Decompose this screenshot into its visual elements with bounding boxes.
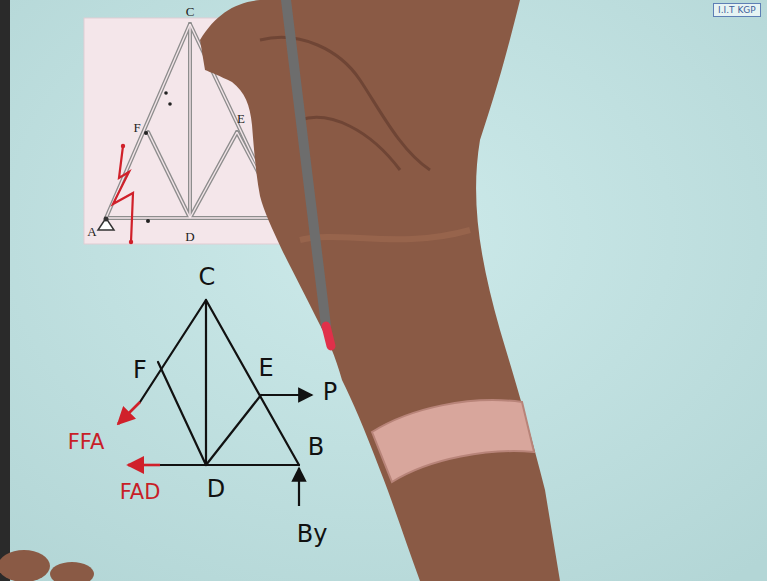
institute-logo: I.I.T KGP (713, 3, 761, 17)
pin-support (98, 217, 114, 231)
finger-crease (260, 37, 430, 170)
lecturer-fingers (0, 550, 50, 581)
handwritten-label: P (323, 380, 337, 404)
knuckle-highlight (300, 230, 470, 240)
force-label: FAD (120, 482, 161, 503)
joint-label: A (87, 225, 96, 238)
section-cut-mark (129, 240, 133, 244)
section-cut-mark (113, 146, 133, 242)
pencil-tip (326, 326, 331, 346)
joint-label: E (237, 112, 245, 125)
handwritten-label: By (297, 522, 328, 546)
free-body-truss (140, 300, 299, 465)
logo-text: I.I.T KGP (718, 5, 756, 15)
joint-label: C (186, 5, 195, 18)
member-force-arrow (128, 464, 160, 467)
pencil (286, 0, 326, 326)
bracelet (372, 400, 534, 482)
handwritten-label: F (133, 358, 147, 382)
load-arrow (261, 394, 312, 396)
frame-edge (0, 0, 10, 581)
force-label: FFA (68, 432, 105, 453)
member-force-arrow (118, 402, 140, 424)
handwritten-label: E (258, 356, 273, 380)
reaction-arrow (298, 468, 300, 506)
joint-label: D (185, 230, 194, 243)
lecturer-hand (200, 0, 560, 581)
lecturer-fingers (50, 562, 94, 581)
joint-label: F (133, 121, 140, 134)
finger-crease (300, 117, 400, 170)
handwritten-label: D (207, 477, 225, 501)
joint-dots (144, 91, 172, 223)
handwritten-label: C (199, 265, 216, 289)
section-cut-mark (121, 144, 125, 148)
handwritten-label: B (308, 435, 324, 459)
